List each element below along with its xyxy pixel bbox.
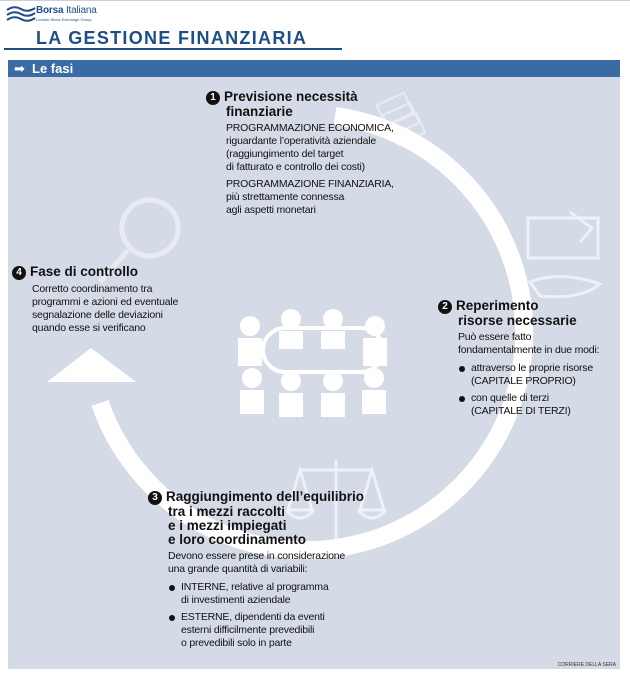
phase-1-paragraph: PROGRAMMAZIONE FINANZIARIA, più strettam… — [206, 178, 416, 217]
text-line: (CAPITALE DI TERZI) — [471, 405, 571, 417]
bullet-icon — [169, 585, 175, 591]
text-line: con quelle di terzi — [471, 392, 549, 404]
text-line: agli aspetti monetari — [226, 204, 316, 216]
text-line: Può essere fatto — [458, 331, 532, 343]
text-line: (raggiungimento del target — [226, 148, 344, 160]
section-bar — [8, 60, 620, 77]
hand-icon — [527, 274, 604, 299]
cycle-arrow-icon — [47, 107, 534, 560]
bullet-icon — [169, 615, 175, 621]
top-rule — [0, 0, 630, 1]
phase-2: 2 Reperimento risorse necessarie Può esse… — [438, 299, 624, 418]
magnifier-icon — [98, 197, 181, 284]
bullet-icon — [459, 366, 465, 372]
text-line: programmi e azioni ed eventuale — [32, 296, 179, 308]
phase-2-intro: Può essere fatto fondamentalmente in due… — [438, 331, 624, 357]
text-line: o prevedibili solo in parte — [181, 637, 292, 649]
text-line: PROGRAMMAZIONE ECONOMICA, — [226, 122, 394, 134]
text-line: di investimenti aziendale — [181, 594, 291, 606]
phase-1: 1 Previsione necessità finanziarie PROGRA… — [206, 90, 416, 217]
text-line: riguardante l’operatività aziendale — [226, 135, 377, 147]
text-line: Corretto coordinamento tra — [32, 283, 153, 295]
phase-4-title-line: Fase di controllo — [30, 264, 139, 279]
phase-2-title-line: risorse necessarie — [458, 313, 577, 328]
logo-subtitle: London Stock Exchange Group — [36, 17, 92, 22]
phase-4-body: Corretto coordinamento tra programmi e a… — [12, 283, 222, 335]
text-line: più strettamente connessa — [226, 191, 345, 203]
phase-1-paragraph: PROGRAMMAZIONE ECONOMICA, riguardante l’… — [206, 122, 416, 174]
phase-4-number-icon: 4 — [12, 266, 26, 280]
page-title: LA GESTIONE FINANZIARIA — [36, 28, 308, 48]
phase-2-number-icon: 2 — [438, 300, 452, 314]
phase-2-bullet: attraverso le proprie risorse (CAPITALE … — [458, 362, 624, 388]
phase-3-number-icon: 3 — [148, 491, 162, 505]
bullet-icon — [459, 396, 465, 402]
phase-3-intro: Devono essere prese in considerazione un… — [148, 550, 398, 576]
phase-2-title-line: Reperimento — [456, 298, 539, 313]
phase-3-bullet: INTERNE, relative al programma di invest… — [168, 581, 398, 607]
phase-3: 3 Raggiungimento dell’equilibrio tra i me… — [148, 490, 398, 650]
phase-3-title-line: e i mezzi impiegati — [168, 518, 287, 533]
borsa-italiana-logo — [6, 4, 126, 28]
logo-waves-icon — [6, 6, 36, 22]
text-line: esterni difficilmente prevedibili — [181, 624, 315, 636]
phase-1-number-icon: 1 — [206, 91, 220, 105]
meeting-table-icon — [238, 309, 387, 417]
phase-1-title-line: Previsione necessità — [224, 89, 358, 104]
text-line: PROGRAMMAZIONE FINANZIARIA, — [226, 178, 394, 190]
text-line: ESTERNE, dipendenti da eventi — [181, 611, 325, 623]
text-line: segnalazione delle deviazioni — [32, 309, 163, 321]
phase-3-title: 3 Raggiungimento dell’equilibrio tra i me… — [148, 490, 398, 547]
text-line: di fatturato e controllo dei costi) — [226, 161, 365, 173]
phase-1-title-line: finanziarie — [226, 104, 293, 119]
phase-4-title: 4 Fase di controllo — [12, 265, 222, 280]
phase-4: 4 Fase di controllo Corretto coordinament… — [12, 265, 222, 335]
phase-2-title: 2 Reperimento risorse necessarie — [438, 299, 624, 328]
text-line: INTERNE, relative al programma — [181, 581, 329, 593]
text-line: una grande quantità di variabili: — [168, 563, 308, 575]
logo-name-light: Italiana — [65, 5, 97, 16]
section-label: Le fasi — [32, 61, 74, 76]
text-line: Devono essere prese in considerazione — [168, 550, 346, 562]
source-credit: CORRIERE DELLA SERA — [557, 662, 616, 668]
phase-3-title-line: tra i mezzi raccolti — [168, 504, 286, 519]
phase-3-bullet: ESTERNE, dipendenti da eventi esterni di… — [168, 611, 398, 650]
hand-card-icon — [526, 210, 600, 260]
text-line: quando esse si verificano — [32, 322, 146, 334]
logo-name-bold: Borsa — [36, 5, 64, 16]
text-line: (CAPITALE PROPRIO) — [471, 375, 576, 387]
logo-name: Borsa Italiana — [36, 5, 97, 16]
phase-1-title: 1 Previsione necessità finanziarie — [206, 90, 416, 119]
text-line: fondamentalmente in due modi: — [458, 344, 600, 356]
text-line: attraverso le proprie risorse — [471, 362, 593, 374]
title-underline — [4, 48, 342, 50]
phase-3-title-line: e loro coordinamento — [168, 532, 307, 547]
phase-3-title-line: Raggiungimento dell’equilibrio — [166, 489, 364, 504]
arrow-right-icon: ➡ — [14, 61, 25, 76]
phase-2-bullet: con quelle di terzi (CAPITALE DI TERZI) — [458, 392, 624, 418]
